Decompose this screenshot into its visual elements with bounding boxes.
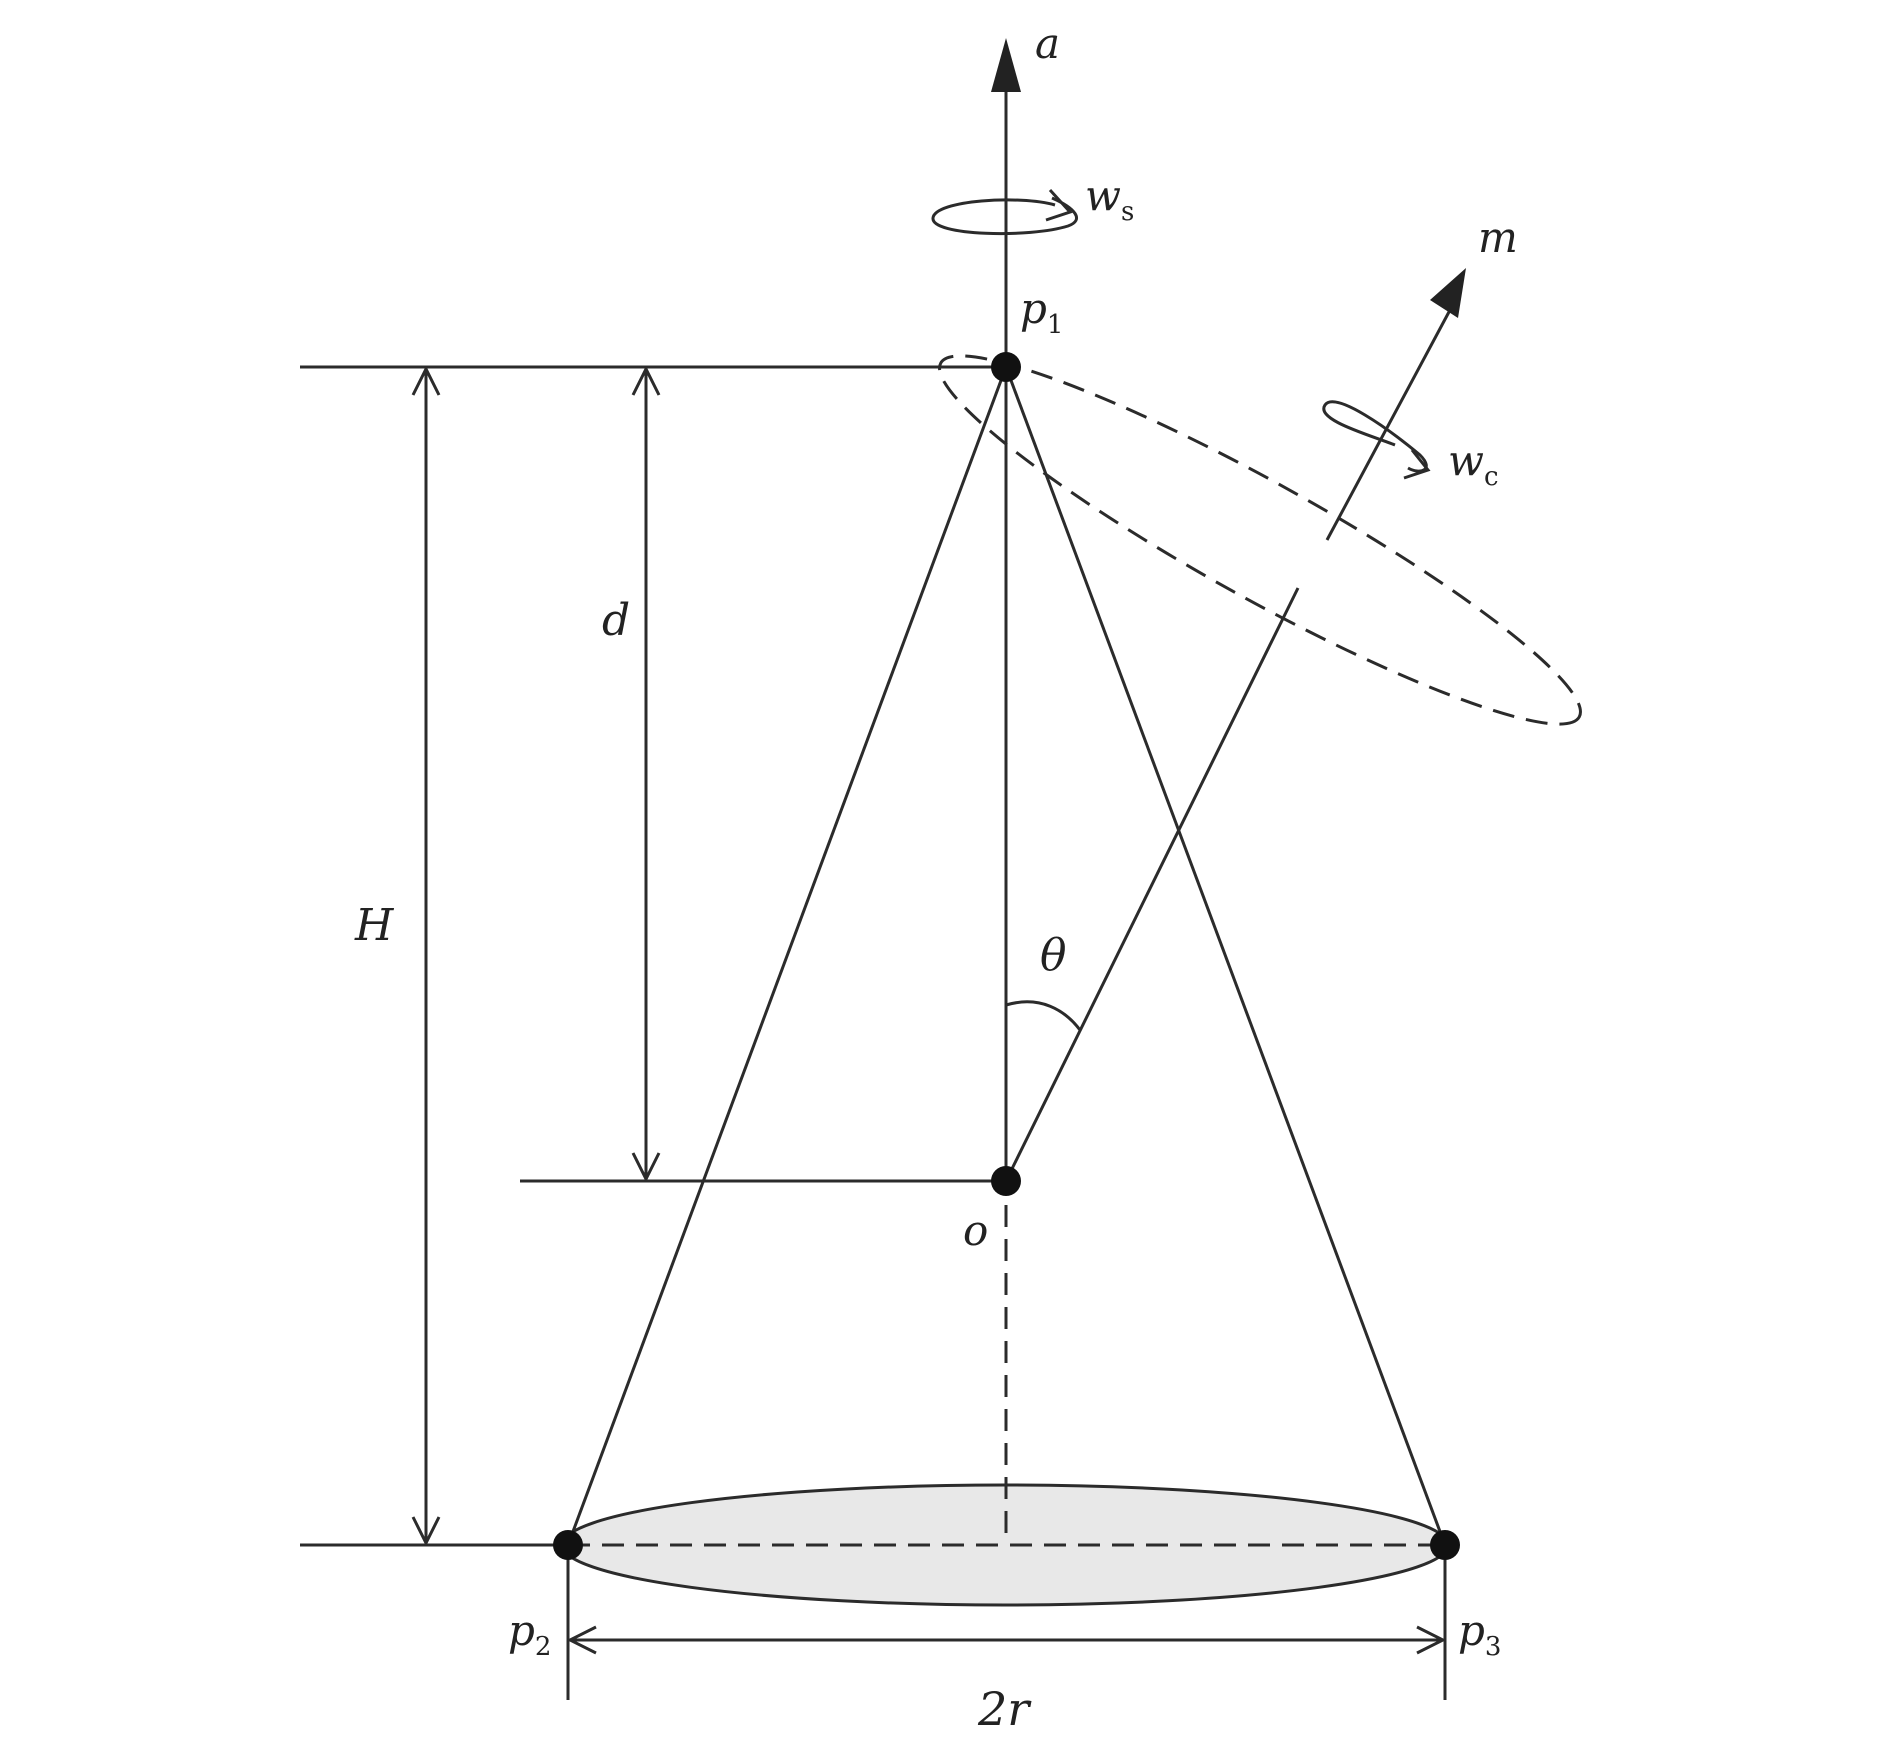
label-angle-theta: θ xyxy=(1040,930,1067,981)
label-origin: o xyxy=(963,1206,988,1255)
node-p1 xyxy=(991,352,1021,382)
angle-theta-arc xyxy=(1005,1000,1082,1031)
node-p3 xyxy=(1430,1530,1460,1560)
cone-left-edge xyxy=(566,366,1008,1546)
label-axis-a: a xyxy=(1035,19,1060,68)
label-p2: p2 xyxy=(508,1606,551,1662)
rotation-ws-icon xyxy=(931,196,1078,236)
label-dimension-H: H xyxy=(354,900,395,951)
node-p2 xyxy=(553,1530,583,1560)
precession-ellipse-dashed xyxy=(938,354,1582,726)
base-ellipse xyxy=(560,1483,1450,1607)
label-p3: p3 xyxy=(1458,1606,1501,1662)
label-omega-s: ws xyxy=(1085,171,1134,227)
rotation-ws-arrowtip xyxy=(1045,188,1073,222)
label-dimension-d: d xyxy=(602,595,630,646)
label-axis-m: m xyxy=(1478,213,1518,262)
label-p1: p1 xyxy=(1020,284,1063,340)
axis-a-arrowhead xyxy=(991,38,1021,92)
node-o xyxy=(991,1166,1021,1196)
axis-m-arrowhead xyxy=(1430,268,1466,318)
axis-m-lower xyxy=(1004,587,1300,1182)
rotation-wc-icon xyxy=(1322,400,1428,473)
axis-m-upper xyxy=(1325,309,1452,541)
cone-right-edge xyxy=(1004,366,1447,1546)
rotation-wc-arrowtip xyxy=(1403,449,1431,480)
label-omega-c: wc xyxy=(1448,436,1499,492)
label-dimension-2r: 2r xyxy=(977,1682,1032,1736)
